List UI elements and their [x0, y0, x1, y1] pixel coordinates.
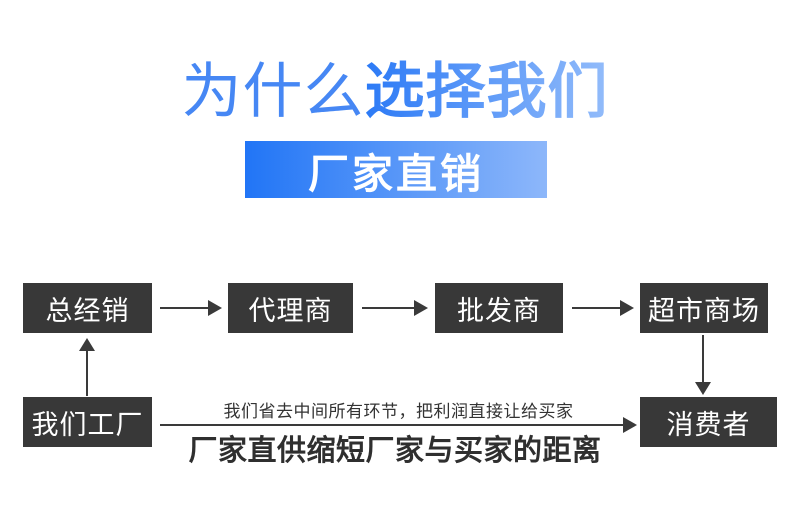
arrow-shaft: [160, 307, 208, 309]
note-text: 我们省去中间所有环节，把利润直接让给买家: [223, 402, 574, 421]
box-general-distributor: 总经销: [23, 283, 152, 333]
factory-direct-banner-label: 厂家直销: [308, 150, 484, 197]
arrow-shaft: [160, 424, 623, 426]
slogan-text: 厂家直供缩短厂家与买家的距离: [188, 435, 602, 467]
page-title-light: 为什么: [181, 58, 365, 125]
arrow-shaft: [702, 335, 704, 382]
arrow-head: [695, 382, 711, 395]
arrow-up-factory-icon: [79, 338, 95, 396]
arrow-shaft: [86, 351, 88, 396]
arrow-shaft: [362, 307, 414, 309]
arrow-head: [208, 300, 222, 316]
arrow-right-1-icon: [160, 300, 222, 316]
page-title-bold: 选择我们: [365, 56, 609, 128]
box-wholesaler: 批发商: [435, 283, 563, 333]
arrow-head: [79, 338, 95, 351]
box-our-factory: 我们工厂: [23, 397, 152, 447]
box-supermarket: 超市商场: [640, 283, 768, 333]
arrow-right-3-icon: [572, 300, 634, 316]
arrow-direct-factory-to-consumer-icon: [160, 417, 637, 433]
arrow-head: [620, 300, 634, 316]
box-agent: 代理商: [228, 283, 353, 333]
arrow-head: [623, 417, 637, 433]
factory-direct-banner: 厂家直销: [245, 141, 547, 198]
arrow-head: [414, 300, 428, 316]
box-consumer: 消费者: [640, 397, 777, 447]
arrow-down-consumer-icon: [695, 335, 711, 395]
arrow-right-2-icon: [362, 300, 428, 316]
page-title: 为什么选择我们: [0, 56, 790, 128]
arrow-shaft: [572, 307, 620, 309]
